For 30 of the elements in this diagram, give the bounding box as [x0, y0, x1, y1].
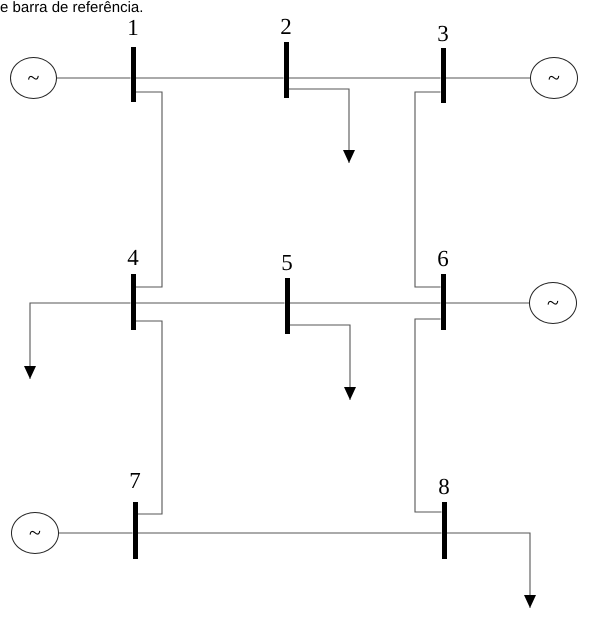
bus-number: 5	[281, 251, 293, 274]
generator-symbol: ~	[10, 57, 57, 99]
connector-line	[446, 77, 530, 79]
connector-line	[446, 302, 529, 304]
generator-symbol: ~	[529, 282, 577, 324]
bus-number: 4	[127, 246, 139, 269]
connector-line	[136, 302, 284, 304]
generator-symbol: ~	[11, 512, 59, 554]
arrow	[24, 302, 130, 379]
bus-number: 6	[437, 247, 449, 270]
bus-number: 1	[127, 16, 139, 39]
connector-line	[136, 91, 163, 288]
arrow	[446, 532, 536, 608]
arrow	[290, 324, 356, 400]
connector-line	[414, 318, 442, 513]
connector-line	[414, 91, 440, 288]
connector-line	[59, 532, 132, 534]
bus-number: 8	[438, 475, 450, 498]
connector-line	[290, 302, 440, 304]
connector-line	[288, 77, 440, 79]
arrow	[288, 88, 355, 163]
connector-line	[136, 320, 163, 515]
connector-line	[57, 77, 130, 79]
note-text: e barra de referência.	[0, 0, 144, 15]
bus-number: 3	[437, 22, 449, 45]
generator-symbol: ~	[530, 57, 578, 99]
connector-line	[138, 532, 442, 534]
bus-number: 2	[280, 15, 292, 38]
bus-number: 7	[129, 469, 141, 492]
connector-line	[136, 77, 284, 79]
